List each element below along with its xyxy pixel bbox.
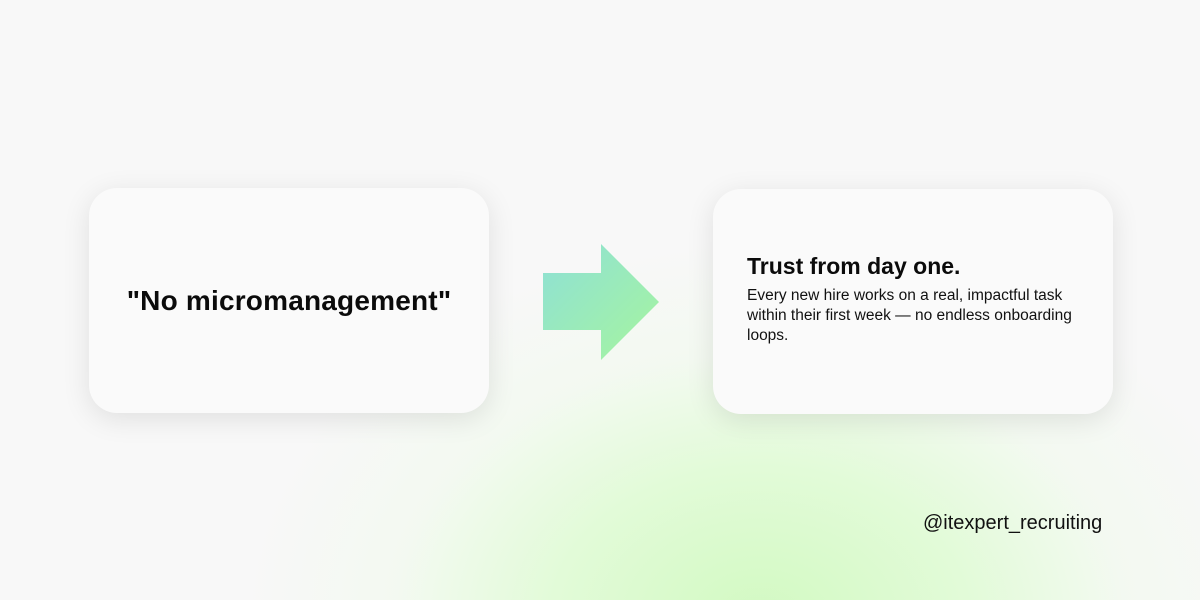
myth-card: "No micromanagement": [89, 188, 489, 413]
reality-description: Every new hire works on a real, impactfu…: [747, 287, 1072, 344]
reality-title: Trust from day one.: [747, 253, 961, 279]
social-handle: @itexpert_recruiting: [923, 512, 1103, 534]
myth-quote: "No micromanagement": [126, 284, 452, 316]
arrow-right-icon: [543, 244, 659, 360]
reality-card: Trust from day one. Every new hire works…: [713, 189, 1113, 414]
